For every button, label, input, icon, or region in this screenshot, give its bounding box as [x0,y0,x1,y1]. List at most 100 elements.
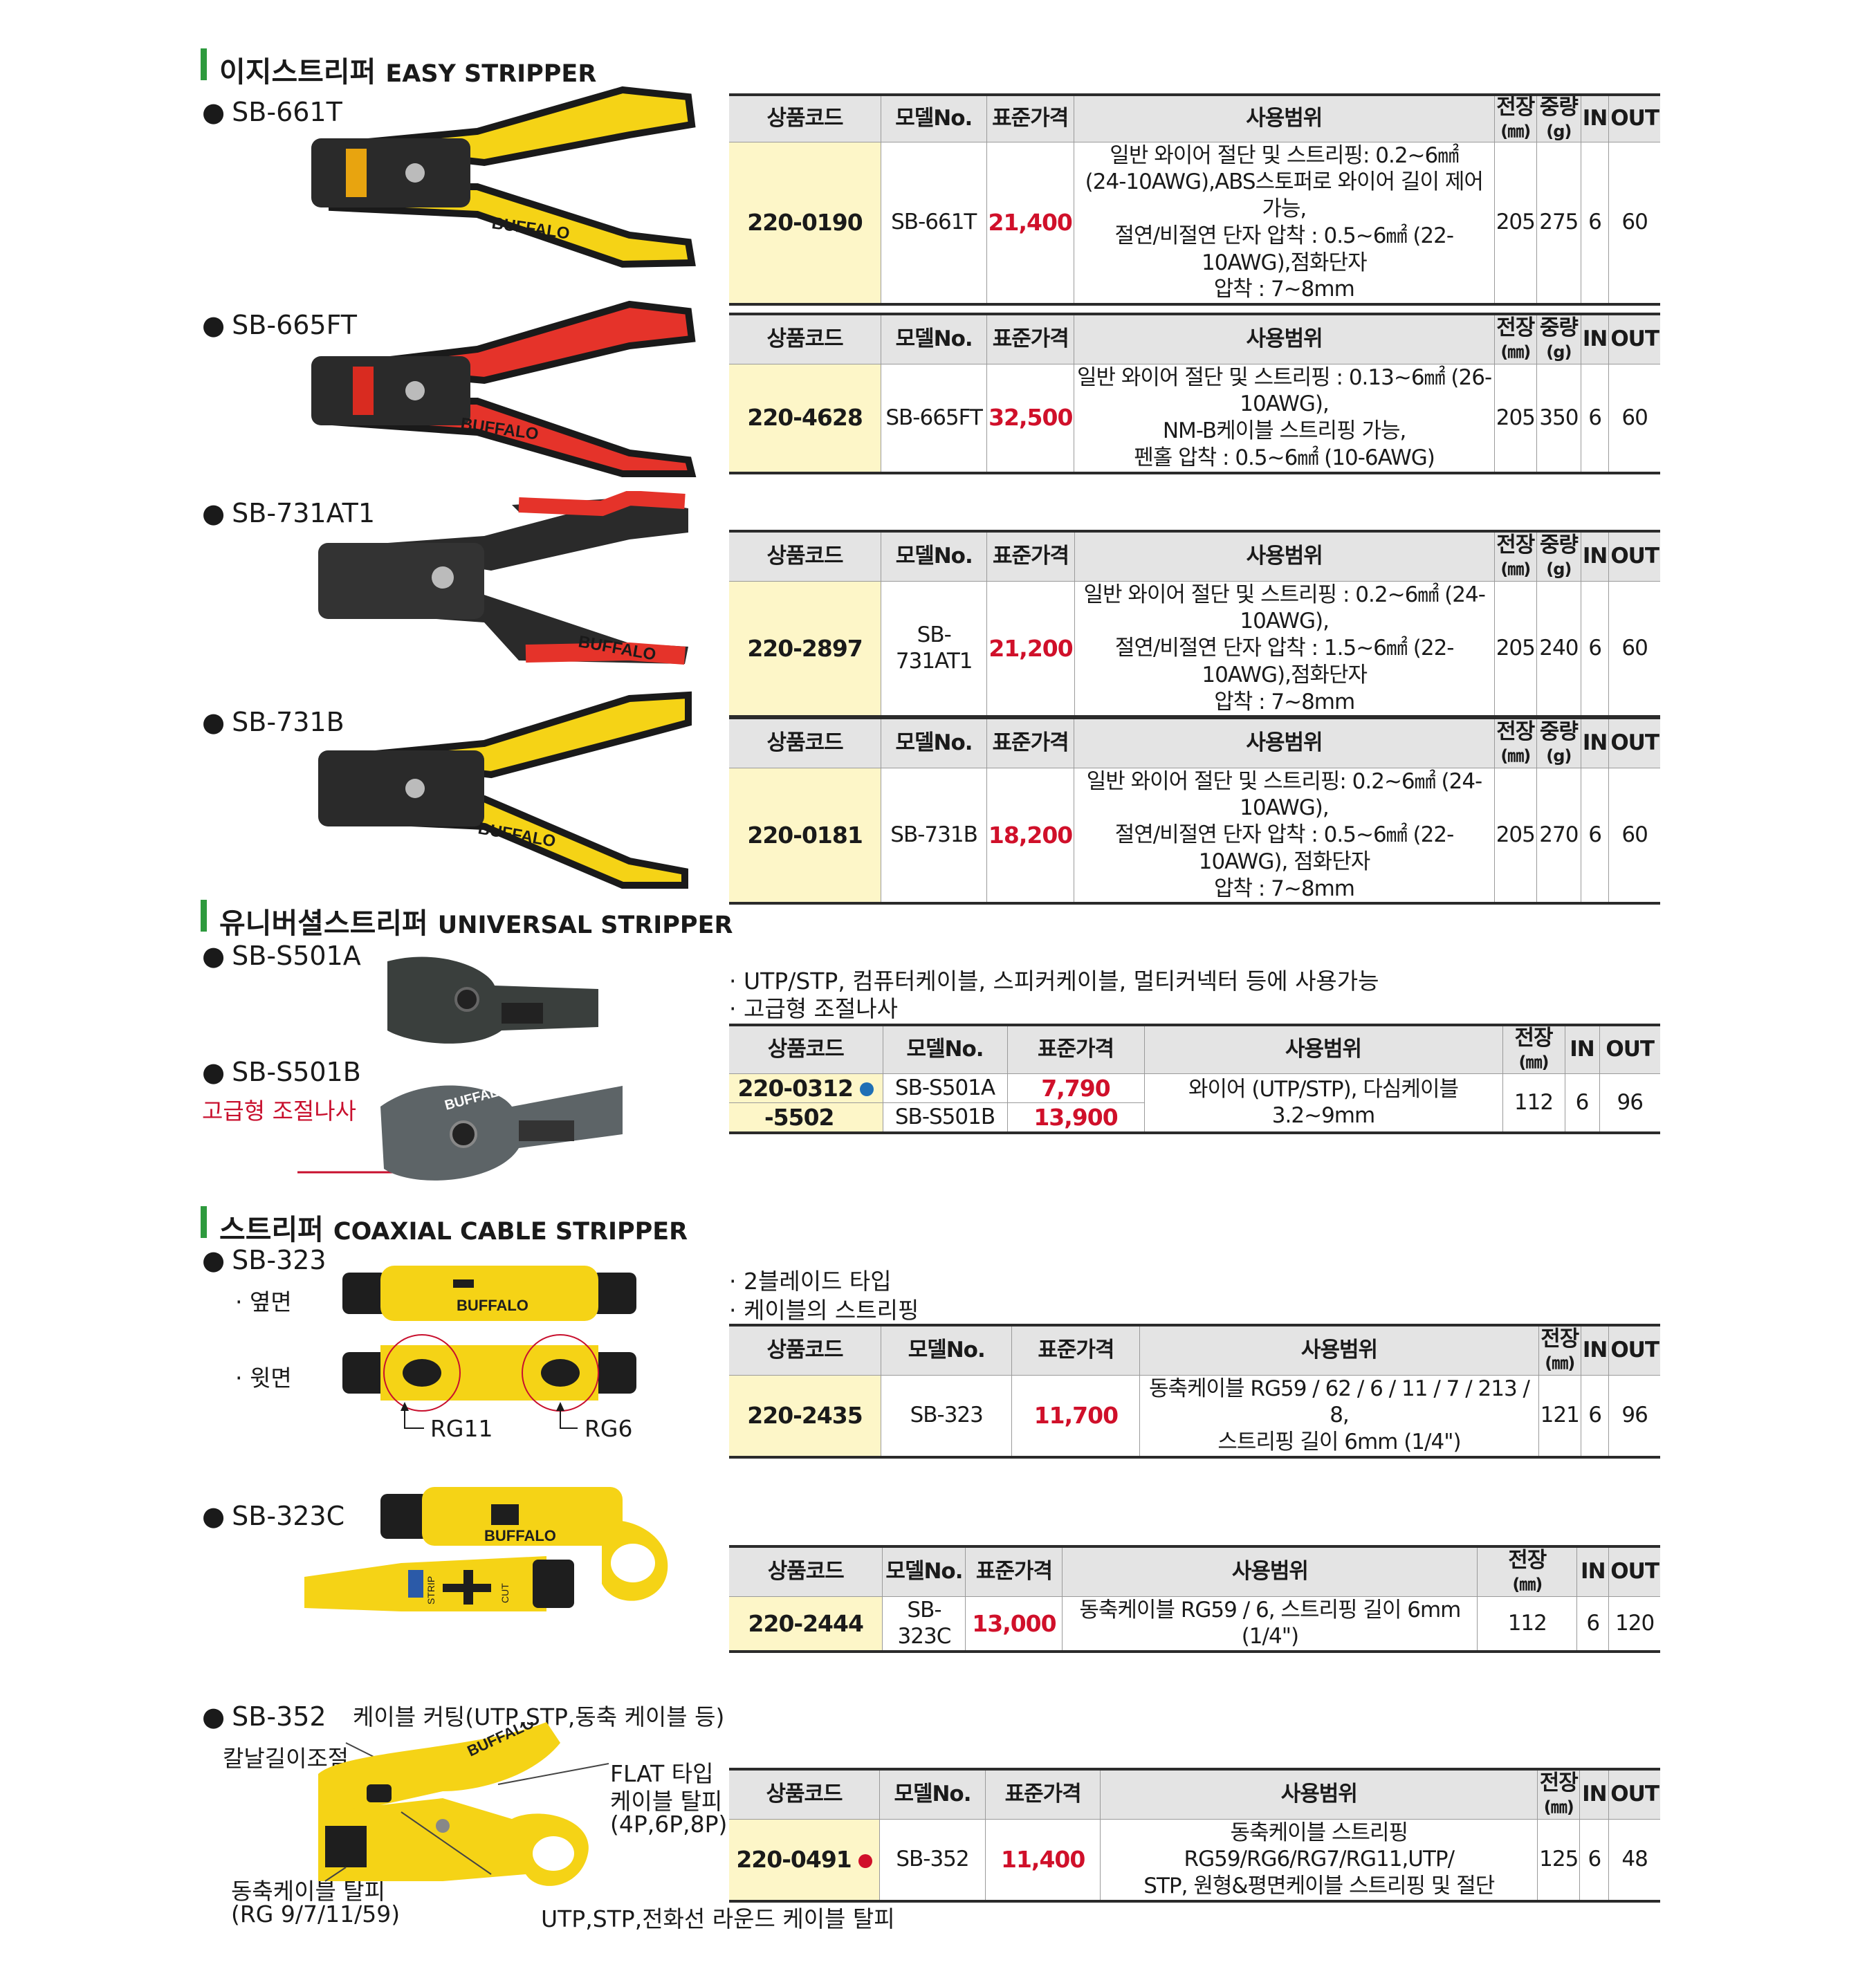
header-weight-unit: (g) [1546,121,1572,141]
product-table: 상품코드 모델No. 표준가격 사용범위 전장(㎜) 중량(g) IN OUT … [729,717,1660,905]
feature-bullet: · 고급형 조절나사 [729,995,898,1022]
feature-bullet-text: 고급형 조절나사 [743,995,898,1022]
header-model: 모델No. [881,314,988,364]
table-header-row: 상품코드 모델No. 표준가격 사용범위 전장(㎜) IN OUT [729,1325,1660,1376]
header-out: OUT [1608,314,1660,364]
header-price: 표준가격 [986,95,1074,142]
model-label-text: SB-731B [232,707,344,737]
coax-stripper-image: BUFFALO [342,1266,636,1429]
header-in: IN [1580,314,1610,364]
product-usage: 동축케이블 RG59 / 62 / 6 / 11 / 7 / 213 / 8, … [1139,1374,1539,1458]
header-price: 표준가격 [986,531,1075,582]
callout-flat-strip: 케이블 탈피 [610,1788,723,1815]
product-usage: 와이어 (UTP/STP), 다심케이블 3.2~9mm [1143,1073,1503,1134]
table-row: 220-2435 SB-323 11,700 동축케이블 RG59 / 62 /… [729,1374,1660,1458]
section-title-easy-stripper: 이지스트리퍼 EASY STRIPPER [201,48,596,89]
header-in: IN [1580,531,1610,582]
header-weight: 중량(g) [1536,531,1581,582]
header-usage: 사용범위 [1062,1546,1478,1597]
product-length: 205 [1493,767,1537,904]
product-code-text: 220-0491 [736,1846,852,1873]
product-length: 205 [1493,580,1537,717]
header-weight: 중량(g) [1536,314,1581,364]
universal-stripper-b-image: BUFFALO [297,1082,623,1181]
table-row: 220-0181 SB-731B 18,200 일반 와이어 절단 및 스트리핑… [729,767,1660,904]
header-length: 전장(㎜) [1477,1546,1578,1597]
header-length: 전장(㎜) [1502,1025,1565,1074]
coax-stripper-c-image: BUFFALO STRIP CUT [304,1487,668,1611]
header-length: 전장(㎜) [1493,531,1537,582]
product-model: SB-S501B [882,1102,1008,1134]
header-length-unit: (㎜) [1543,1797,1574,1817]
usage-line: 일반 와이어 절단 및 스트리핑 : 0.13~6㎟ (26-10AWG), [1077,364,1492,417]
product-in: 6 [1580,141,1610,305]
header-weight-unit: (g) [1546,342,1572,362]
product-out: 48 [1608,1818,1660,1902]
model-label: ●SB-S501A [202,941,361,971]
product-code: 220-0312 [729,1073,883,1103]
product-table: 상품코드 모델No. 표준가격 사용범위 전장(㎜) 중량(g) IN OUT … [729,530,1660,719]
model-label-text: SB-352 [232,1701,327,1732]
table-row: 220-2444 SB-323C 13,000 동축케이블 RG59 / 6, … [729,1596,1660,1652]
header-weight-unit: (g) [1546,746,1572,766]
header-price: 표준가격 [1011,1325,1141,1376]
header-model: 모델No. [881,718,987,768]
usage-line: 절연/비절연 단자 압착 : 0.5~6㎟ (22-10AWG), 점화단자 [1114,822,1455,874]
feature-bullet: · UTP/STP, 컴퓨터케이블, 스피커케이블, 멀티커넥터 등에 사용가능 [729,968,1379,995]
header-out: OUT [1599,1025,1660,1074]
header-code: 상품코드 [729,1025,883,1074]
header-in: IN [1576,1546,1610,1597]
product-in: 6 [1564,1073,1600,1134]
product-in: 6 [1580,767,1610,904]
section-title-ko: 이지스트리퍼 [219,55,376,89]
callout-utp-round: UTP,STP,전화선 라운드 케이블 탈피 [541,1905,895,1932]
header-model: 모델No. [880,95,987,142]
red-dot-icon [858,1854,872,1868]
model-label: ●SB-661T [202,97,342,127]
product-code: 220-0181 [729,767,882,904]
header-weight: 중량(g) [1536,95,1581,142]
product-model: SB-S501A [882,1073,1008,1103]
header-weight-unit: (g) [1546,559,1572,579]
header-usage: 사용범위 [1074,531,1495,582]
product-usage: 동축케이블 RG59 / 6, 스트리핑 길이 6mm (1/4") [1062,1596,1478,1652]
product-weight: 240 [1536,580,1581,717]
product-code: 220-2897 [729,580,882,717]
header-usage: 사용범위 [1139,1325,1539,1376]
table-row: 220-0190 SB-661T 21,400 일반 와이어 절단 및 스트리핑… [729,141,1660,305]
header-length-unit: (㎜) [1545,1353,1575,1373]
header-length-text: 전장 [1496,719,1535,745]
product-price: 13,000 [965,1596,1063,1652]
product-length: 112 [1502,1073,1565,1134]
section-title-ko: 스트리퍼 [219,1213,324,1246]
header-code: 상품코드 [729,531,882,582]
rg11-label: RG11 [430,1415,493,1442]
header-out: OUT [1608,718,1660,768]
model-label: ●SB-S501B [202,1057,361,1087]
product-price: 13,900 [1006,1102,1144,1134]
product-code: 220-4628 [729,363,882,473]
usage-line: 절연/비절연 단자 압착 : 0.5~6㎟ (22-10AWG),점화단자 [1114,223,1455,275]
product-price: 11,400 [984,1818,1101,1902]
product-out: 96 [1608,1374,1660,1458]
section-title-en: UNIVERSAL STRIPPER [437,912,733,939]
product-table: 상품코드 모델No. 표준가격 사용범위 전장(㎜) IN OUT 220-24… [729,1324,1660,1459]
table-header-row: 상품코드 모델No. 표준가격 사용범위 전장(㎜) 중량(g) IN OUT [729,531,1660,582]
header-length-unit: (㎜) [1500,746,1531,766]
header-in: IN [1564,1025,1600,1074]
section-title-ko: 유니버셜스트리퍼 [219,907,428,940]
product-code: 220-0491 [729,1818,881,1902]
callout-coax-rg: (RG 9/7/11/59) [231,1901,401,1928]
model-label: ●SB-323C [202,1501,345,1531]
usage-line: 일반 와이어 절단 및 스트리핑 : 0.2~6㎟ (24-10AWG), [1083,582,1486,634]
header-usage: 사용범위 [1073,95,1495,142]
header-weight-text: 중량 [1539,719,1579,745]
header-out: OUT [1608,1546,1660,1597]
feature-bullet: · 2블레이드 타입 [729,1268,892,1295]
header-price: 표준가격 [986,314,1075,364]
usage-line: 펜홀 압착 : 0.5~6㎟ (10-6AWG) [1134,445,1435,470]
header-model: 모델No. [879,1769,986,1820]
product-in: 6 [1579,1818,1610,1902]
product-usage: 동축케이블 스트리핑 RG59/RG6/RG7/RG11,UTP/ STP, 원… [1100,1818,1538,1902]
header-in: IN [1580,718,1610,768]
